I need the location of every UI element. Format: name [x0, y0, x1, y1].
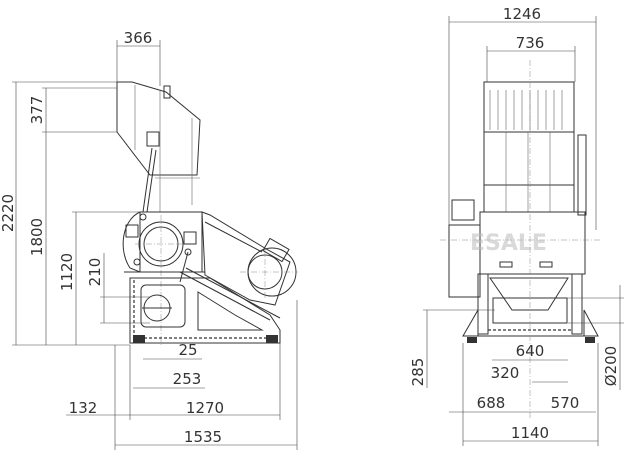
side-motor: [448, 224, 481, 298]
dim-1800: 1800: [28, 218, 46, 256]
dim-320: 320: [491, 364, 520, 382]
dim-640: 640: [516, 342, 545, 360]
discharge-hopper: [489, 277, 569, 311]
dim-diameter-200: Ø200: [602, 346, 620, 386]
dim-1535: 1535: [184, 428, 222, 446]
dim-210: 210: [86, 258, 104, 287]
hopper: [116, 81, 201, 176]
dim-1120: 1120: [58, 253, 76, 291]
dim-570: 570: [551, 394, 580, 412]
base-frame: [129, 277, 281, 344]
front-view-dimensions: [423, 16, 624, 446]
dim-253: 253: [173, 370, 202, 388]
side-view-labels: 366 2220 377 1800 1120 210 25 253 132 12…: [0, 29, 224, 446]
dim-688: 688: [477, 394, 506, 412]
watermark: ESALE: [470, 231, 547, 256]
hopper-frame: [483, 81, 575, 213]
front-view-machine: ESALE: [440, 60, 600, 420]
dim-1270: 1270: [186, 399, 224, 417]
side-view-dimensions: [12, 40, 298, 450]
dim-377: 377: [28, 96, 46, 125]
dim-132: 132: [69, 399, 98, 417]
side-view-machine: [116, 81, 298, 345]
dim-366: 366: [124, 29, 153, 47]
dim-1140: 1140: [511, 424, 549, 442]
dim-285: 285: [409, 358, 427, 387]
dim-736: 736: [516, 34, 545, 52]
dim-2220: 2220: [0, 194, 17, 232]
dim-1246: 1246: [503, 5, 541, 23]
dim-25: 25: [178, 341, 197, 359]
front-view-labels: 1246 736 640 320 688 570 1140 285 Ø200: [409, 5, 620, 442]
